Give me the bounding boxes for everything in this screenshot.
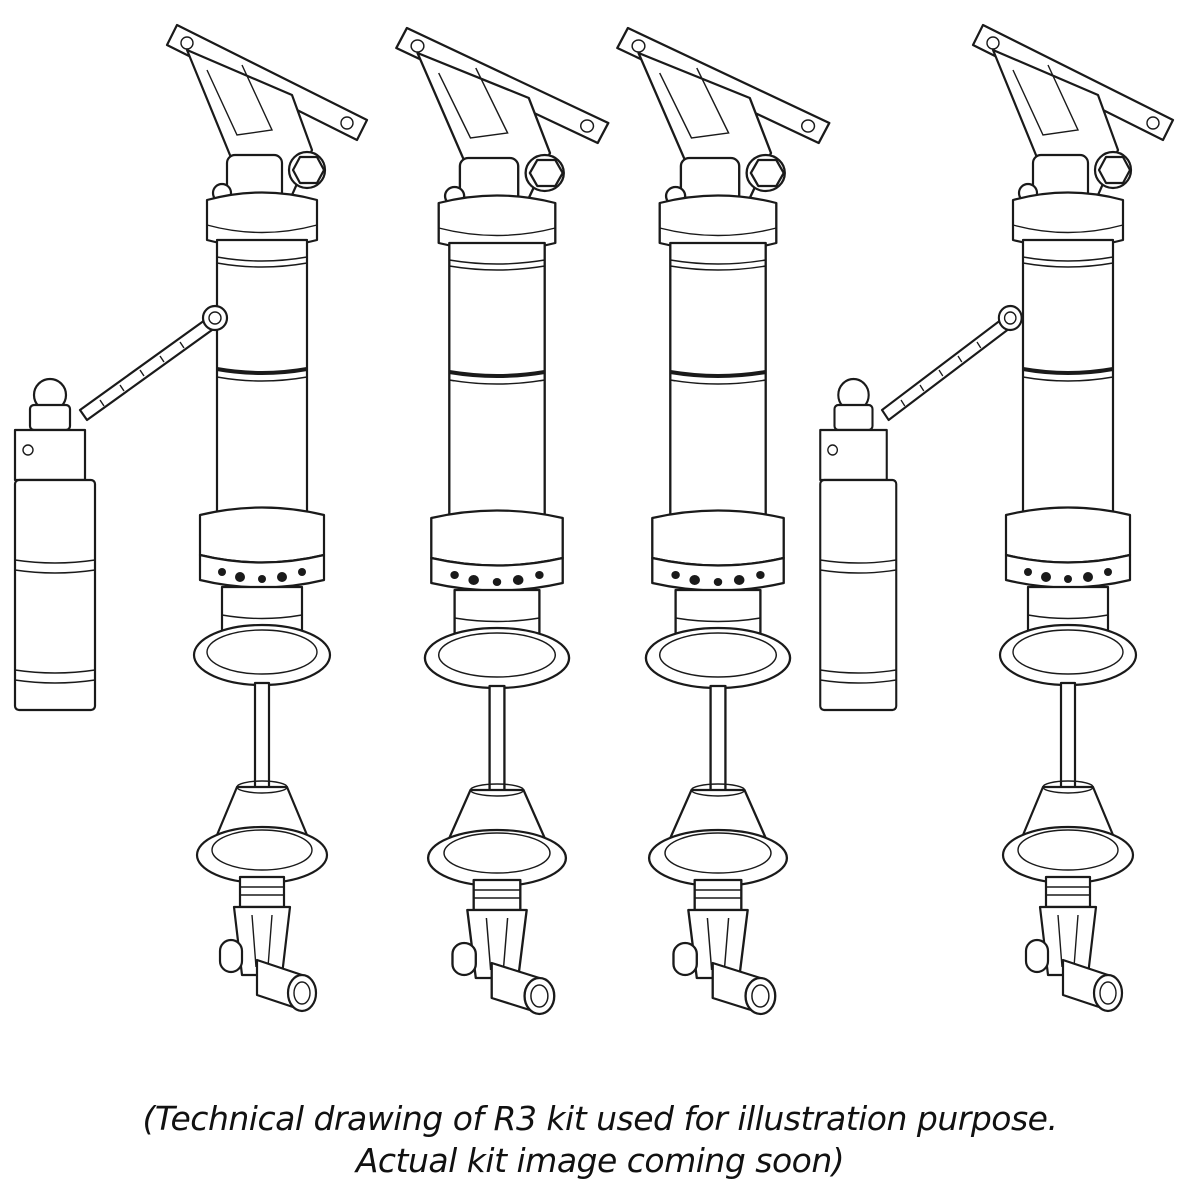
caption: (Technical drawing of R3 kit used for il… bbox=[0, 1098, 1200, 1182]
reservoir-front-right bbox=[819, 304, 1023, 712]
shock-front-left bbox=[165, 23, 369, 1013]
shock-front-right bbox=[971, 23, 1175, 1013]
caption-line-1: (Technical drawing of R3 kit used for il… bbox=[142, 1099, 1058, 1138]
shock-rear-right bbox=[617, 28, 829, 1014]
shock-rear-left bbox=[396, 28, 608, 1014]
shock-absorber-drawing bbox=[13, 23, 1175, 1090]
caption-line-2: Actual kit image coming soon) bbox=[355, 1141, 845, 1180]
